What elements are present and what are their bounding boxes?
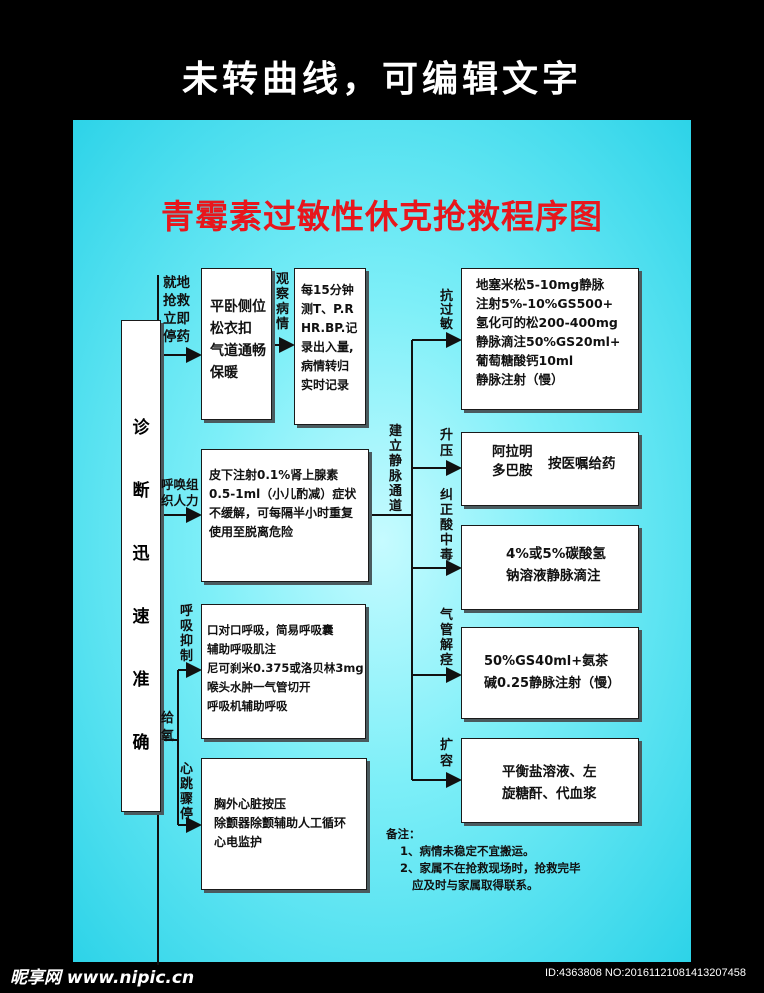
diagnosis-char: 迅 (132, 544, 150, 564)
box-vasopressor: 阿拉明多巴胺 按医嘱给药 (461, 432, 639, 506)
label-call-help: 呼唤组织人力 (161, 477, 199, 508)
box-volume-expansion: 平衡盐溶液、左旋糖酐、代血浆 (461, 738, 639, 823)
diagram-title: 青霉素过敏性休克抢救程序图 (161, 197, 603, 236)
diagnosis-char: 确 (132, 733, 150, 753)
label-acidosis: 纠正酸中毒 (440, 488, 454, 563)
label-oxygen: 给氧 (161, 711, 175, 744)
label-volume: 扩容 (440, 738, 454, 769)
diagnosis-box: 诊 断 迅 速 准 确 (121, 320, 161, 812)
vasopressor-note: 按医嘱给药 (548, 456, 616, 472)
diagnosis-char: 诊 (132, 418, 150, 438)
box-cpr: 胸外心脏按压除颤器除颤辅助人工循环心电监护 (201, 758, 367, 890)
label-observe: 观察病情 (276, 272, 290, 332)
label-bronchospasm: 气管解痉 (440, 608, 454, 668)
label-iv-access: 建立静脉通道 (389, 424, 403, 514)
footer-logo: 昵享网 www.nipic.cn (10, 968, 195, 988)
label-cardiac-arrest: 心跳骤停 (180, 762, 194, 822)
label-anti-allergy: 抗过敏 (440, 289, 454, 332)
diagnosis-char: 速 (132, 607, 150, 627)
header-title: 未转曲线，可编辑文字 (181, 59, 582, 100)
notes: 备注： 1、病情未稳定不宜搬运。 2、家属不在抢救现场时，抢救完毕 应及时与家属… (386, 827, 581, 892)
footer-id: ID:4363808 NO:20161121081413207458 (544, 967, 746, 979)
box-position: 平卧侧位松衣扣气道通畅保暖 (201, 268, 272, 420)
diagnosis-char: 断 (132, 481, 150, 501)
label-stop-drug: 就地抢救立即停药 (163, 275, 190, 345)
diagnosis-char: 准 (132, 670, 150, 690)
box-bicarbonate: 4%或5%碳酸氢钠溶液静脉滴注 (461, 525, 639, 610)
label-raise-bp: 升压 (440, 428, 454, 459)
box-aminophylline: 50%GS40ml+氨茶碱0.25静脉注射（慢） (461, 627, 639, 719)
box-dexamethasone: 地塞米松5-10mg静脉注射5%-10%GS500+氢化可的松200-400mg… (461, 268, 639, 410)
label-resp-arrest: 呼吸抑制 (180, 604, 194, 664)
